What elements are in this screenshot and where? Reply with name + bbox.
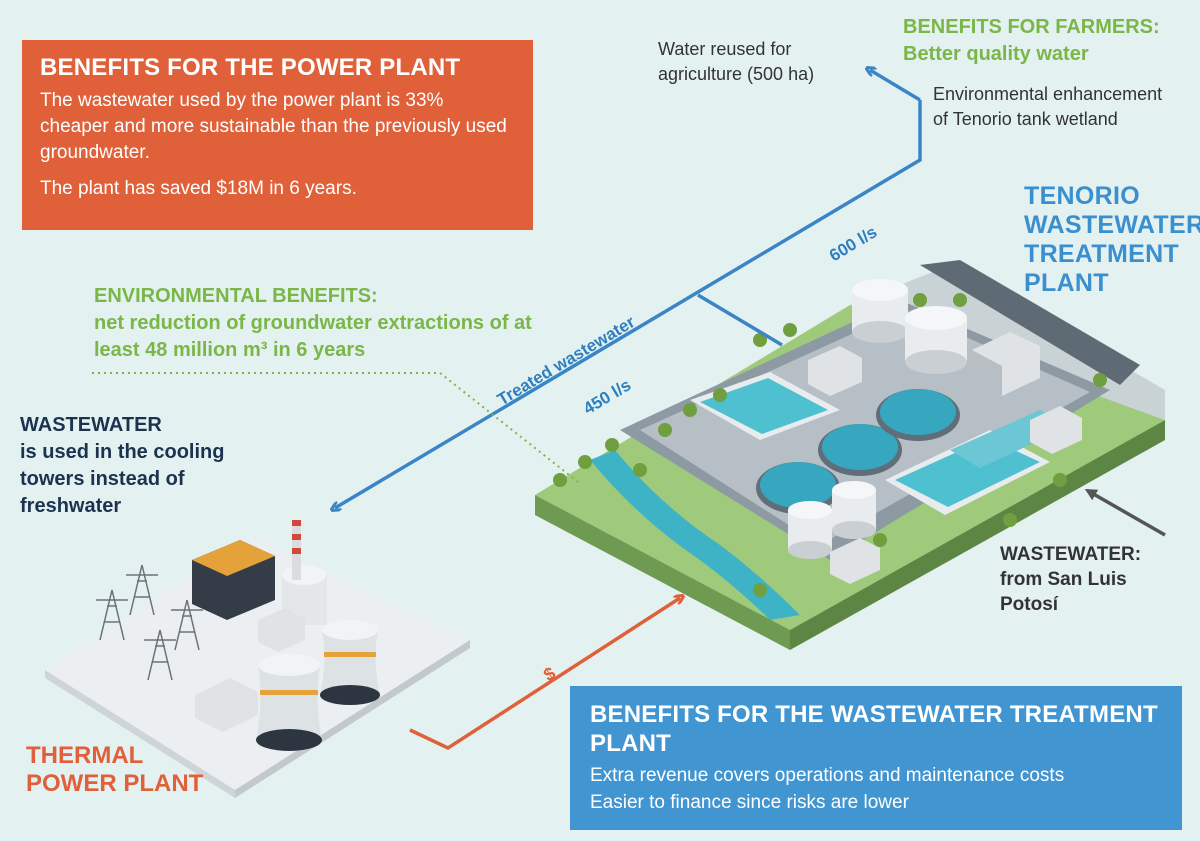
- environmental-benefits-title: ENVIRONMENTAL BENEFITS:: [94, 285, 378, 307]
- incoming-wastewater-text: from San Luis Potosí: [1000, 569, 1127, 615]
- power-plant-savings-text: The plant has saved $18M in 6 years.: [40, 178, 357, 199]
- treated-water-arrow: [335, 100, 922, 508]
- cooling-towers-text: is used in the cooling towers instead of…: [20, 441, 225, 517]
- farmers-benefits-text: Better quality water: [903, 43, 1089, 65]
- power-plant-benefits-title: BENEFITS FOR THE POWER PLANT: [40, 54, 461, 81]
- farmers-benefits-title: BENEFITS FOR FARMERS:: [903, 16, 1160, 38]
- plant-outlet-line: [697, 293, 783, 347]
- incoming-wastewater-note: WASTEWATER: from San Luis Potosí: [1000, 542, 1150, 617]
- wwtp-benefits-box: BENEFITS FOR THE WASTEWATER TREATMENT PL…: [570, 686, 1182, 830]
- power-plant-label: THERMAL POWER PLANT: [26, 742, 204, 797]
- environmental-benefits: ENVIRONMENTAL BENEFITS: net reduction of…: [94, 283, 534, 364]
- cooling-towers-title: WASTEWATER: [20, 414, 162, 436]
- wwtp-finance-text: Easier to finance since risks are lower: [590, 792, 909, 813]
- wetland-label: Environmental enhancement of Tenorio tan…: [933, 84, 1163, 129]
- environmental-leader-line: [92, 372, 579, 483]
- incoming-wastewater-title: WASTEWATER:: [1000, 544, 1142, 565]
- payment-arrow: [409, 598, 680, 750]
- reuse-arrow: [870, 70, 921, 102]
- power-plant-benefits-box: BENEFITS FOR THE POWER PLANT The wastewa…: [22, 40, 533, 230]
- farmers-benefits: BENEFITS FOR FARMERS: Better quality wat…: [903, 14, 1193, 68]
- environmental-benefits-text: net reduction of groundwater extractions…: [94, 312, 532, 361]
- incoming-wastewater-arrow: [1084, 489, 1166, 537]
- treatment-plant-illustration: [535, 260, 1165, 650]
- cooling-towers-note: WASTEWATER is used in the cooling towers…: [20, 412, 235, 520]
- power-plant-illustration: [45, 520, 470, 798]
- reuse-label: Water reused for agriculture (500 ha): [658, 39, 815, 84]
- wwtp-revenue-text: Extra revenue covers operations and main…: [590, 765, 1065, 786]
- flow-arrows: [92, 70, 1166, 750]
- wwtp-benefits-title: BENEFITS FOR THE WASTEWATER TREATMENT PL…: [590, 701, 1158, 757]
- power-plant-benefits-text: The wastewater used by the power plant i…: [40, 90, 507, 163]
- treatment-plant-label: TENORIO WASTEWATER TREATMENT PLANT: [1024, 182, 1200, 297]
